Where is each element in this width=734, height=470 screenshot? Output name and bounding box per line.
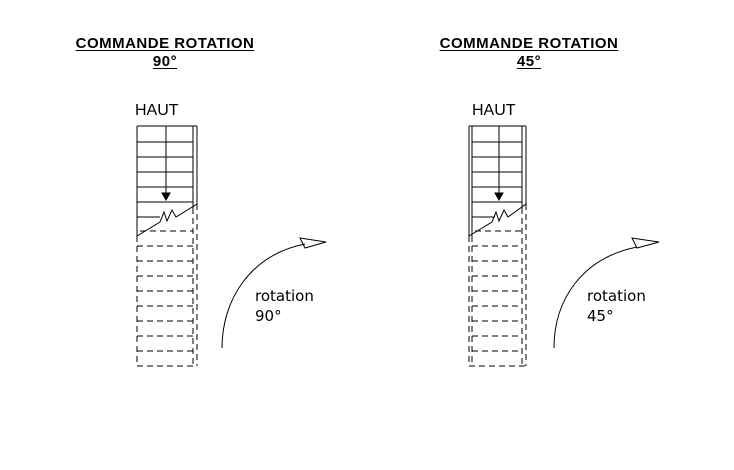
rotation-arrow-icon — [631, 237, 660, 249]
rotation-value: 45° — [587, 307, 614, 325]
stair-up-label: HAUT — [472, 102, 516, 119]
title-line-2: 90° — [152, 53, 178, 70]
stair-up-label: HAUT — [135, 102, 179, 119]
rotation-word: rotation — [587, 287, 646, 305]
diagram-title: COMMANDE ROTATION 90° — [0, 35, 330, 71]
break-line — [468, 203, 527, 237]
stair-drawing — [468, 125, 660, 367]
rotation-value: 90° — [255, 307, 282, 325]
diagram-title: COMMANDE ROTATION 45° — [364, 35, 694, 71]
title-line-1: COMMANDE ROTATION — [75, 35, 255, 52]
rotation-label: rotation 45° — [587, 286, 646, 326]
rotation-label: rotation 90° — [255, 286, 314, 326]
title-line-2: 45° — [516, 53, 542, 70]
rotation-arc — [553, 246, 638, 349]
title-line-1: COMMANDE ROTATION — [439, 35, 619, 52]
rotation-arrow-icon — [299, 237, 327, 249]
stair-drawing — [136, 125, 327, 367]
rotation-arc — [221, 243, 306, 349]
rotation-word: rotation — [255, 287, 314, 305]
break-line — [136, 203, 198, 237]
stair-upper-flight — [136, 125, 198, 236]
diagram-rotation-90: COMMANDE ROTATION 90° HAUT — [0, 35, 330, 367]
direction-arrow-icon — [494, 192, 504, 202]
stair-lower-flight — [136, 214, 198, 367]
direction-arrow-icon — [161, 192, 171, 202]
stair-upper-flight — [468, 125, 527, 236]
diagram-rotation-45: COMMANDE ROTATION 45° HAUT — [367, 0, 734, 470]
stair-lower-flight — [468, 214, 527, 367]
